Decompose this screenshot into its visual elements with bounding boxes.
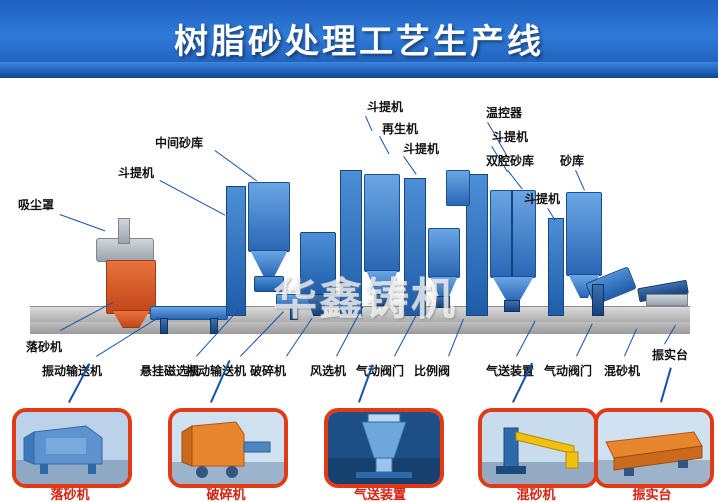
label-sand-reclaimer: 再生机 <box>382 122 419 136</box>
sand-mixer-column <box>592 284 604 316</box>
leader-line-silo-right <box>575 170 585 191</box>
label-sand-silo: 砂库 <box>560 154 585 168</box>
proportional-valve-hopper <box>428 228 460 278</box>
shakeout-machine <box>106 260 156 314</box>
label-air-classifier: 风选机 <box>310 364 347 378</box>
dust-duct <box>118 218 130 244</box>
label-bucket-elevator-1: 斗提机 <box>118 166 155 180</box>
vibrating-conveyor-2-support <box>290 306 298 320</box>
label-vibrating-conveyor-2: 振动输送机 <box>186 364 247 378</box>
label-shakeout-machine: 落砂机 <box>26 340 63 354</box>
twin-chamber-divider <box>511 190 513 276</box>
product-photo-gallery: 落砂机 破碎机 <box>0 359 718 502</box>
gallery-item-pneumatic-conveyor[interactable] <box>324 408 444 488</box>
label-bucket-elevator-3: 斗提机 <box>403 142 440 156</box>
gallery-item-shakeout-machine[interactable] <box>12 408 132 488</box>
label-pneumatic-valve-2: 气动阀门 <box>544 364 593 378</box>
gallery-caption-shakeout-machine: 落砂机 <box>50 488 90 502</box>
label-vibrating-conveyor-1: 振动输送机 <box>42 364 103 378</box>
shakeout-machine-illustration <box>16 412 128 484</box>
bucket-elevator-5 <box>548 218 564 316</box>
label-pneumatic-conveyor: 气送装置 <box>486 364 535 378</box>
vibrating-conveyor-1-support-2 <box>210 318 218 334</box>
label-bucket-elevator-5: 斗提机 <box>524 192 561 206</box>
process-flow-diagram: 华鑫铸机 吸尘罩 斗提机 中间砂库 斗提机 再生机 斗提机 温控器 斗 <box>0 78 718 398</box>
label-sand-mixer: 混砂机 <box>604 364 641 378</box>
label-bucket-elevator-4: 斗提机 <box>492 130 529 144</box>
pneumatic-conveyor-illustration <box>328 412 440 484</box>
gallery-caption-pneumatic-conveyor: 气送装置 <box>353 488 406 502</box>
bucket-elevator-3 <box>404 178 426 316</box>
bucket-elevator-1 <box>226 186 246 316</box>
crusher <box>300 232 336 296</box>
gallery-item-crusher[interactable] <box>168 408 288 488</box>
pneumatic-valve-1 <box>374 294 390 306</box>
leader-line-twin-silo <box>507 170 523 190</box>
pneumatic-conveyor-photo <box>328 412 440 484</box>
leader-line-elevator-3 <box>403 156 417 175</box>
gallery-caption-sand-mixer: 混砂机 <box>516 488 556 502</box>
label-temperature-controller: 温控器 <box>486 106 523 120</box>
proportional-valve <box>436 296 450 308</box>
twin-chamber-sand-silo <box>490 190 536 278</box>
ground-shadow <box>30 322 690 334</box>
sand-reclaimer <box>364 174 400 272</box>
label-intermediate-silo: 中间砂库 <box>155 136 204 150</box>
vibrating-table-photo <box>598 412 710 484</box>
leader-line-silo <box>214 150 258 182</box>
vibrating-table-base <box>646 294 688 306</box>
shakeout-machine-photo <box>16 412 128 484</box>
page-title: 树脂砂处理工艺生产线 <box>174 22 544 62</box>
intermediate-sand-silo <box>248 182 290 252</box>
leader-line-dust-hood <box>59 214 106 232</box>
label-pneumatic-valve-1: 气动阀门 <box>356 364 405 378</box>
vibrating-conveyor-1-support <box>160 318 168 334</box>
gallery-caption-crusher: 破碎机 <box>206 488 246 502</box>
twin-chamber-cone <box>492 276 534 302</box>
leader-line-elevator-1 <box>159 180 226 216</box>
pneumatic-valve-2 <box>504 300 520 312</box>
intermediate-sand-silo-cone <box>250 250 288 278</box>
crusher-photo <box>172 412 284 484</box>
sand-silo-right <box>566 192 602 276</box>
label-bucket-elevator-2: 斗提机 <box>367 100 404 114</box>
label-vibrating-table: 振实台 <box>652 348 689 362</box>
label-twin-chamber-silo: 双腔砂库 <box>486 154 535 168</box>
gallery-item-vibrating-table[interactable] <box>594 408 714 488</box>
bucket-elevator-4 <box>466 174 488 316</box>
leader-line-elevator-2 <box>365 116 373 132</box>
gallery-caption-vibrating-table: 振实台 <box>632 488 672 502</box>
page-banner: 树脂砂处理工艺生产线 <box>0 0 718 78</box>
label-crusher: 破碎机 <box>250 364 287 378</box>
bucket-elevator-2 <box>340 170 362 316</box>
sand-mixer-illustration <box>482 412 594 484</box>
leader-line-reclaimer <box>379 136 390 155</box>
vibrating-table-illustration <box>598 412 710 484</box>
gallery-item-sand-mixer[interactable] <box>478 408 598 488</box>
label-dust-hood: 吸尘罩 <box>18 198 55 212</box>
sand-mixer-photo <box>482 412 594 484</box>
crusher-illustration <box>172 412 284 484</box>
label-proportional-valve: 比例阀 <box>414 364 451 378</box>
temperature-controller <box>446 170 470 206</box>
label-suspended-magnetic-separator: 悬挂磁选机 <box>140 364 201 378</box>
magnetic-separator <box>254 276 284 292</box>
